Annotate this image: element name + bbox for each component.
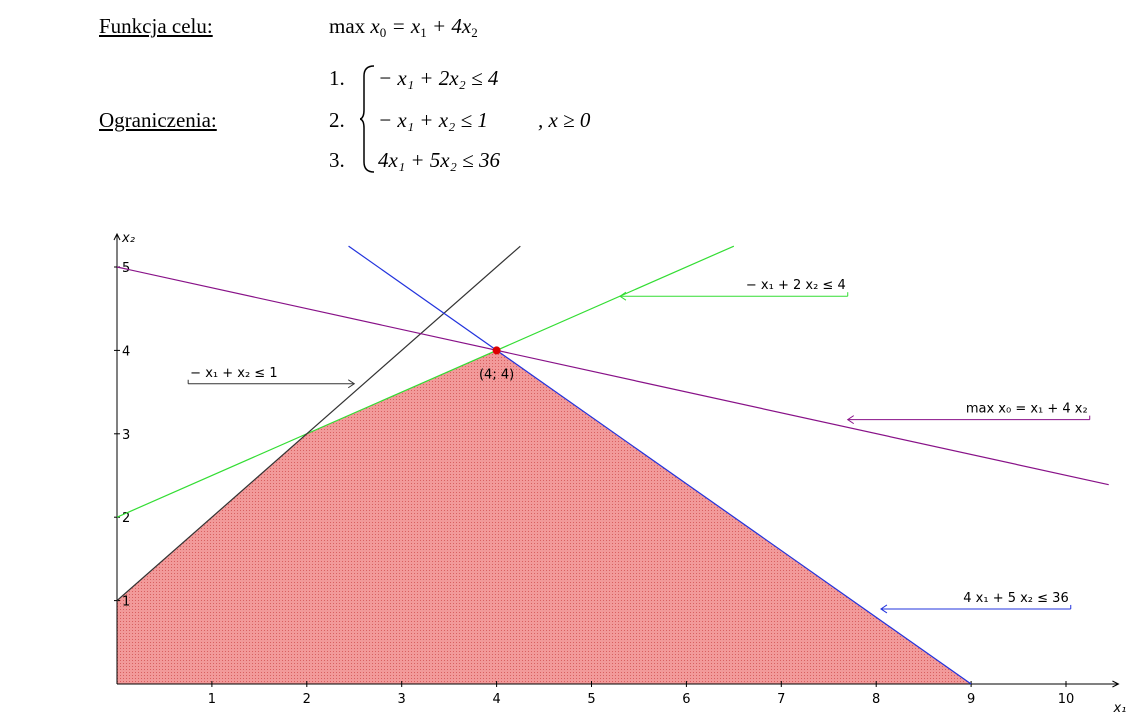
annotation-label-1: − x₁ + 2 x₂ ≤ 4 <box>746 278 846 293</box>
annotation-arrowhead-2 <box>347 379 356 389</box>
objective-x0: x <box>370 14 380 38</box>
x-tick-label: 8 <box>872 692 880 707</box>
objective-rhs2: + 4x <box>431 14 472 38</box>
objective-function: max x0 = x1 + 4x2 <box>329 14 478 41</box>
series-line-4 <box>116 266 1109 486</box>
objective-max: max <box>329 14 366 38</box>
annotation-label-3: max x₀ = x₁ + 4 x₂ <box>966 402 1088 417</box>
optimum-point <box>492 346 501 355</box>
objective-rhs: = x <box>391 14 421 38</box>
y-tick-label: 2 <box>122 511 130 526</box>
annotation-arrowhead-3 <box>846 415 855 425</box>
x-tick-label: 4 <box>492 692 500 707</box>
series-line-1 <box>116 245 735 518</box>
annotation-arrowhead-1 <box>619 291 627 301</box>
x-tick-label: 9 <box>967 692 975 707</box>
x-tick-label: 6 <box>682 692 690 707</box>
objective-rhs-sub1: 1 <box>420 25 427 40</box>
nonnegativity-constraint: , x ≥ 0 <box>538 108 591 132</box>
series-line-2 <box>116 245 521 602</box>
y-axis-arrow <box>113 232 121 241</box>
constraint-1-num: 1. <box>329 66 345 90</box>
annotation-label-2: − x₁ + x₂ ≤ 1 <box>190 366 277 381</box>
y-tick-label: 1 <box>122 595 130 610</box>
x-tick-label: 7 <box>777 692 785 707</box>
x-tick-label: 1 <box>208 692 216 707</box>
objective-label: Funkcja celu: <box>99 14 213 38</box>
constraint-2-num: 2. <box>329 108 345 132</box>
constraint-2-text: − x₁ + x₂ ≤ 1 <box>378 108 488 132</box>
constraint-3-num: 3. <box>329 148 345 172</box>
series-line-3 <box>348 245 972 685</box>
y-axis-label: x₂ <box>121 231 135 246</box>
x-axis-arrow <box>1112 680 1120 688</box>
annotation-arrowhead-4 <box>880 604 888 614</box>
x-axis-label: x₁ <box>1112 701 1126 716</box>
constraints-label: Ograniczenia: <box>99 108 217 132</box>
annotation-label-4: 4 x₁ + 5 x₂ ≤ 36 <box>963 591 1068 606</box>
constraint-1-text: − x₁ + 2x₂ ≤ 4 <box>378 66 499 90</box>
objective-rhs-sub2: 2 <box>471 25 478 40</box>
objective-x0-sub: 0 <box>379 25 387 40</box>
y-tick-label: 3 <box>122 428 130 443</box>
feasible-region <box>117 350 972 684</box>
x-tick-label: 5 <box>587 692 595 707</box>
constraints-brace <box>360 65 375 173</box>
x-tick-label: 3 <box>398 692 406 707</box>
constraint-3-text: 4x₁ + 5x₂ ≤ 36 <box>378 148 500 172</box>
x-tick-label: 2 <box>303 692 311 707</box>
x-tick-label: 10 <box>1058 692 1075 707</box>
optimum-label: (4; 4) <box>479 367 514 382</box>
y-tick-label: 4 <box>122 344 130 359</box>
